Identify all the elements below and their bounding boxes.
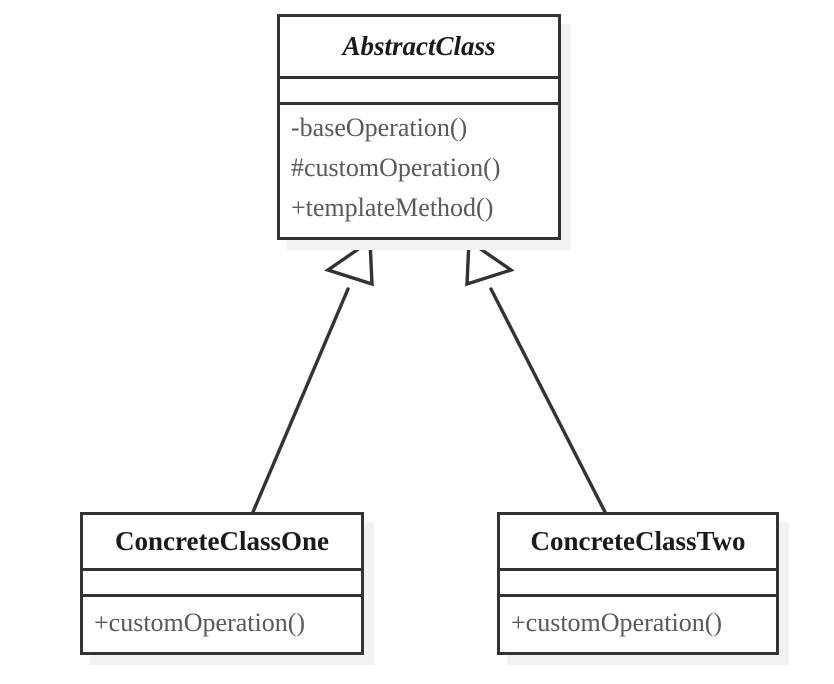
class-name-abstract-class: AbstractClass xyxy=(342,31,496,61)
operations-compartment-abstract-class: -baseOperation() #customOperation() +tem… xyxy=(280,102,558,234)
class-box-abstract-class[interactable]: AbstractClass -baseOperation() #customOp… xyxy=(277,14,561,240)
operations-compartment-concrete-class-one: +customOperation() xyxy=(83,594,361,649)
class-box-concrete-class-one[interactable]: ConcreteClassOne +customOperation() xyxy=(80,512,364,655)
generalization-concrete-two xyxy=(465,237,607,514)
hollow-triangle-arrowhead-right xyxy=(465,237,515,287)
attributes-compartment-abstract-class xyxy=(280,76,558,102)
operation-item: #customOperation() xyxy=(291,153,501,182)
operation-item: +customOperation() xyxy=(511,608,723,637)
attributes-compartment-concrete-class-one xyxy=(83,568,361,594)
class-box-concrete-class-two[interactable]: ConcreteClassTwo +customOperation() xyxy=(497,512,779,655)
class-name-concrete-class-two: ConcreteClassTwo xyxy=(530,526,746,556)
operation-item: +customOperation() xyxy=(94,608,306,637)
class-name-concrete-class-one: ConcreteClassOne xyxy=(115,526,329,556)
generalization-line-right xyxy=(489,287,607,514)
hollow-triangle-arrowhead-left xyxy=(324,237,374,287)
generalization-concrete-one xyxy=(251,237,374,514)
operation-item: -baseOperation() xyxy=(291,113,468,142)
operation-item: +templateMethod() xyxy=(291,193,494,222)
operations-compartment-concrete-class-two: +customOperation() xyxy=(500,594,776,649)
generalization-line-left xyxy=(251,287,350,514)
attributes-compartment-concrete-class-two xyxy=(500,568,776,594)
